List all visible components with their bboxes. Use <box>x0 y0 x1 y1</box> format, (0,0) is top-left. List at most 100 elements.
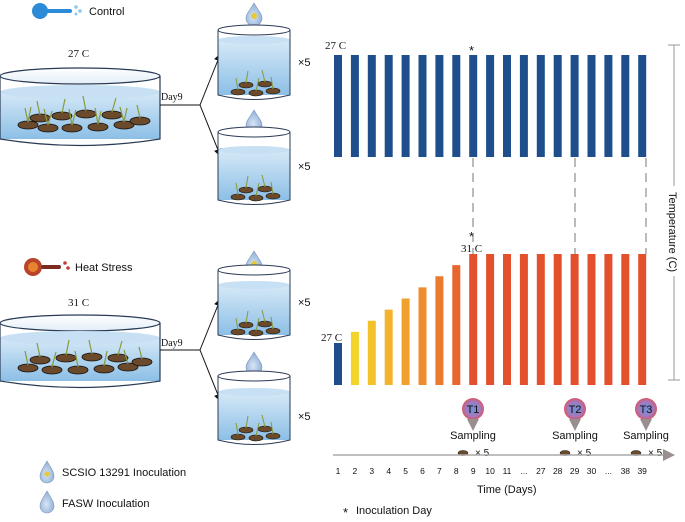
heat-bar <box>587 254 596 385</box>
control-bar <box>418 55 427 157</box>
heat-stress-legend-label: Heat Stress <box>75 262 133 274</box>
control-bar <box>367 55 376 157</box>
sampling-count: × 5 <box>475 448 490 459</box>
heat-bar <box>503 254 511 385</box>
heat-bar <box>334 343 342 385</box>
time-tick-label: 27 <box>536 466 546 476</box>
control-bar <box>587 55 596 157</box>
scsio-legend-label: SCSIO 13291 Inoculation <box>62 467 186 479</box>
heat-tank-fasw <box>217 351 291 445</box>
control-bar <box>452 55 461 157</box>
heat-tank-scsio <box>217 250 291 340</box>
sampling-count: × 5 <box>648 448 663 459</box>
heat-bar <box>536 254 545 385</box>
sampling-label: Sampling <box>450 430 496 442</box>
control-day-label: Day9 <box>161 92 183 103</box>
inoculation-day-label: Inoculation Day <box>356 505 432 517</box>
control-bar <box>536 55 545 157</box>
heat-bar-chart <box>334 254 647 385</box>
heat-bar <box>401 298 410 385</box>
control-bar <box>638 55 647 157</box>
time-tick-label: 6 <box>420 466 425 476</box>
heat-bar <box>638 254 647 385</box>
sampling-guides <box>472 158 647 254</box>
control-bar-chart <box>334 55 647 157</box>
heat-rep-count-2: ×5 <box>298 411 311 423</box>
heat-chart-temp-low: 27 C <box>321 332 342 344</box>
control-legend-icon <box>32 3 82 19</box>
time-tick-label: 11 <box>503 466 512 476</box>
timepoint-label: T2 <box>569 404 582 416</box>
heat-chart-temp-high: 31 C <box>461 243 482 255</box>
timepoint-label: T3 <box>640 404 653 416</box>
control-chart-temp: 27 C <box>325 40 346 52</box>
heat-bar <box>435 276 444 385</box>
control-bar <box>621 55 630 157</box>
heat-bar <box>418 287 427 385</box>
timepoint-circle <box>635 398 657 420</box>
control-tank-scsio <box>217 2 291 100</box>
time-tick-label: ... <box>605 466 612 476</box>
heat-bar <box>384 309 393 385</box>
temperature-axis-bracket <box>668 44 680 381</box>
time-tick-label: 28 <box>553 466 563 476</box>
control-bar <box>350 55 359 157</box>
time-tick-label: 8 <box>454 466 459 476</box>
time-tick-label: 4 <box>386 466 391 476</box>
time-tick-label: 5 <box>403 466 408 476</box>
time-tick-label: 29 <box>570 466 580 476</box>
time-tick-label: 7 <box>437 466 442 476</box>
heat-bar <box>519 254 528 385</box>
heat-stress-legend-icon <box>24 258 70 276</box>
heat-bar <box>486 254 495 385</box>
time-tick-label: ... <box>520 466 527 476</box>
control-bar <box>334 55 342 157</box>
heat-bar <box>570 254 579 385</box>
heat-rep-count-1: ×5 <box>298 297 311 309</box>
heat-bar <box>553 254 562 385</box>
control-bar <box>553 55 562 157</box>
control-bar <box>604 55 613 157</box>
inoculation-day-star: * <box>343 505 348 520</box>
control-bar <box>401 55 410 157</box>
timepoint-label: T1 <box>467 404 480 416</box>
control-tank-temp: 27 C <box>68 48 89 60</box>
scsio-legend-icon <box>39 460 55 484</box>
control-bar <box>570 55 579 157</box>
control-bar <box>384 55 393 157</box>
control-bar <box>435 55 444 157</box>
heat-arrow-up <box>199 298 222 351</box>
timepoint-circle <box>564 398 586 420</box>
heat-bar <box>469 254 478 385</box>
time-axis-title: Time (Days) <box>477 484 536 496</box>
control-bar <box>469 55 478 157</box>
heat-day-label: Day9 <box>161 338 183 349</box>
time-tick-label: 38 <box>621 466 631 476</box>
heat-main-tank <box>0 314 161 389</box>
control-bar <box>519 55 528 157</box>
heat-tank-temp: 31 C <box>68 297 89 309</box>
heat-bar <box>452 265 461 385</box>
control-main-tank <box>0 67 161 147</box>
time-tick-label: 1 <box>336 466 341 476</box>
control-rep-count-1: ×5 <box>298 57 311 69</box>
control-rep-count-2: ×5 <box>298 161 311 173</box>
time-tick-label: 3 <box>369 466 374 476</box>
sampling-label: Sampling <box>552 430 598 442</box>
temperature-axis-label: Temperature (C) <box>666 192 678 272</box>
fasw-legend-icon <box>39 490 55 514</box>
control-bar <box>486 55 495 157</box>
time-tick-label: 39 <box>637 466 647 476</box>
timepoint-circle <box>462 398 484 420</box>
heat-inoculation-star: * <box>469 229 474 244</box>
heat-bar <box>604 254 613 385</box>
time-tick-label: 30 <box>587 466 597 476</box>
sampling-label: Sampling <box>623 430 669 442</box>
heat-bar <box>350 331 359 385</box>
control-arrow-down <box>199 104 222 157</box>
